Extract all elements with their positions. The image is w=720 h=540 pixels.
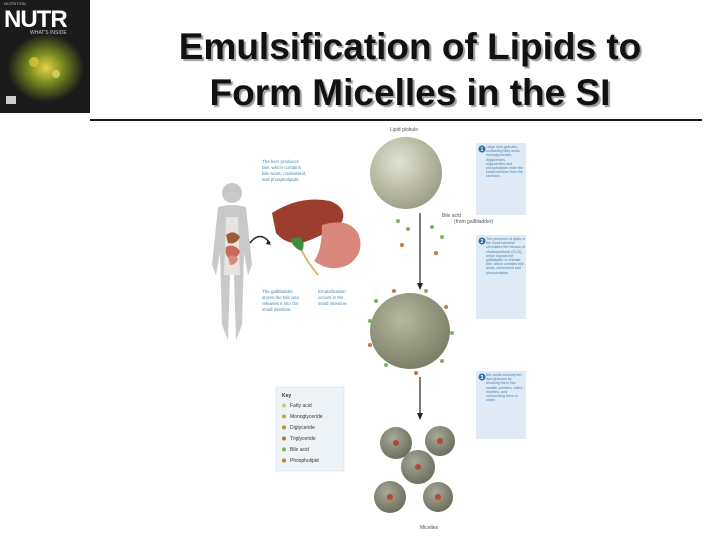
key-item-label: Bile acid — [290, 447, 309, 453]
key-item-label: Triglyceride — [290, 436, 316, 442]
micelles-label: Micelles — [420, 525, 439, 531]
key-swatch — [282, 447, 286, 452]
bile-acid-sublabel: (from gallbladder) — [454, 219, 494, 225]
slide-title-line-1: Emulsification of Lipids to — [178, 26, 642, 67]
key-item-label: Diglyceride — [290, 425, 315, 431]
micelle-cluster — [374, 426, 455, 513]
emulsification-figure: The liver produces bile, which contains … — [212, 127, 526, 531]
step-3-number: 3 — [481, 375, 484, 381]
liver-gallbladder-stomach-illustration — [272, 199, 361, 276]
bile-acid-label: Bile acid — [442, 213, 461, 219]
key-legend: Key Fatty acidMonoglycerideDiglycerideTr… — [275, 386, 345, 472]
step-1-box: 1 Large lipid globules, containing fatty… — [476, 143, 526, 215]
key-swatch — [282, 414, 286, 419]
step-1-number: 1 — [481, 147, 484, 153]
key-item-label: Monoglyceride — [290, 414, 323, 420]
step-3-box: 3 Bile acids emulsify the lipid globules… — [476, 371, 526, 439]
title-divider — [90, 119, 702, 121]
step-2-text: The presence of lipids in the small inte… — [486, 237, 525, 275]
key-swatch — [282, 436, 286, 441]
slide-title: Emulsification of Lipids to Form Micelle… — [110, 24, 710, 116]
emulsification-note: Emulsification occurs in the small intes… — [318, 289, 348, 306]
slide-title-line-2: Form Micelles in the SI — [209, 72, 611, 113]
human-body-illustration — [212, 183, 252, 340]
book-cover-image: NUTRITION NUTR WHAT'S INSIDE — [0, 0, 90, 113]
key-title: Key — [282, 393, 291, 399]
lipid-globule-label: Lipid globule — [390, 127, 418, 133]
step-2-number: 2 — [481, 239, 484, 245]
gallbladder-note: The gallbladder stores the bile and rele… — [262, 289, 300, 312]
cover-subtitle: WHAT'S INSIDE — [30, 30, 67, 36]
key-item-label: Phospholipid — [290, 458, 319, 464]
emulsified-surface-molecules — [368, 289, 454, 375]
lipid-globule — [370, 137, 442, 209]
key-swatch — [282, 425, 286, 430]
step-3-text: Bile acids emulsify the lipid globules b… — [486, 373, 523, 403]
liver-note: The liver produces bile, which contains … — [262, 159, 308, 182]
key-swatch — [282, 403, 286, 408]
cover-topline: NUTRITION — [4, 1, 26, 6]
key-swatch — [282, 458, 286, 463]
step-1-text: Large lipid globules, containing fatty a… — [486, 145, 524, 179]
key-item-label: Fatty acid — [290, 403, 312, 409]
cover-art — [6, 34, 84, 104]
bile-acid-molecules — [396, 219, 444, 255]
emulsified-globule — [370, 293, 450, 369]
step-2-box: 2 The presence of lipids in the small in… — [476, 235, 526, 319]
cover-logo: NUTR — [4, 6, 68, 33]
